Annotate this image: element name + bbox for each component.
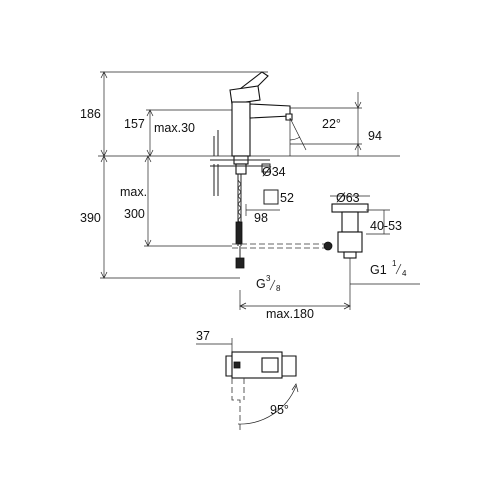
waste-thread-num: 1: [392, 259, 397, 268]
base-depth-label: 98: [254, 211, 268, 225]
spout-height-label: 157: [124, 117, 145, 131]
lever-offset-label: 37: [196, 329, 210, 343]
lever-angle-label: 95°: [270, 403, 289, 417]
connection-den: 8: [276, 284, 281, 293]
max-label: max.: [120, 185, 147, 199]
waste-range-label: 40-53: [370, 219, 402, 233]
waste-diameter-label: Ø63: [336, 191, 360, 205]
shank-and-hoses: [210, 155, 333, 269]
waste-thread-den: 4: [402, 269, 407, 278]
max-spread-label: max.180: [266, 307, 314, 321]
faucet-top-view: [196, 338, 299, 430]
total-height-label: 186: [80, 107, 101, 121]
spout-reach-label: 94: [368, 129, 382, 143]
waste-thread-label: G1 1 4: [370, 259, 407, 278]
connection-num: 3: [266, 274, 271, 283]
hole-diameter-label: Ø34: [262, 165, 286, 179]
max-panel-label: max.30: [154, 121, 195, 135]
spread-dimension: [239, 290, 351, 310]
below-value-label: 300: [124, 207, 145, 221]
connection-thread-label: G 3 8: [256, 274, 281, 293]
waste-thread-prefix: G1: [370, 263, 387, 277]
faucet-side-view: [213, 71, 362, 157]
waste-assembly: [330, 195, 420, 290]
spout-angle-label: 22°: [322, 117, 341, 131]
connection-prefix: G: [256, 277, 266, 291]
below-counter-label: 390: [80, 211, 101, 225]
base-square-label: 52: [280, 191, 294, 205]
